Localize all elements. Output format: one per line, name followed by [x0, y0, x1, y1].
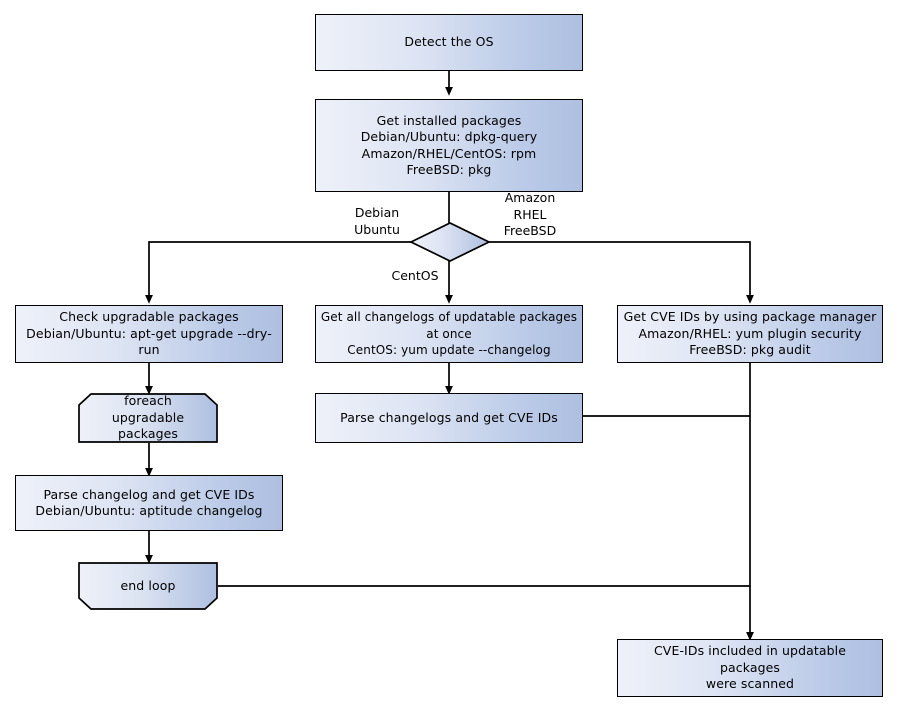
node-get-installed-packages-label: Get installed packages Debian/Ubuntu: dp…	[360, 112, 538, 178]
edge-decision-to-cve-pkgmgr	[489, 241, 754, 304]
node-parse-changelog-single-label: Parse changelog and get CVE IDs Debian/U…	[35, 486, 263, 519]
node-end-loop[interactable]: end loop	[78, 562, 218, 610]
node-get-all-changelogs[interactable]: Get all changelogs of updatable packages…	[315, 305, 583, 363]
node-foreach-loop-start[interactable]: foreach upgradable packages	[78, 393, 218, 443]
node-check-upgradable-packages[interactable]: Check upgradable packages Debian/Ubuntu:…	[15, 305, 283, 363]
node-end-loop-label: end loop	[120, 577, 176, 593]
node-get-cve-ids-package-manager-label: Get CVE IDs by using package manager Ama…	[623, 309, 877, 358]
edge-label-amazon-rhel-freebsd: Amazon RHEL FreeBSD	[503, 190, 557, 238]
node-get-all-changelogs-label: Get all changelogs of updatable packages…	[320, 310, 578, 358]
node-get-installed-packages[interactable]: Get installed packages Debian/Ubuntu: dp…	[315, 99, 583, 192]
node-get-cve-ids-package-manager[interactable]: Get CVE IDs by using package manager Ama…	[617, 305, 883, 363]
diamond-shape	[409, 222, 491, 262]
edge-label-debian-ubuntu: Debian Ubuntu	[354, 205, 400, 237]
node-detect-os[interactable]: Detect the OS	[315, 14, 583, 71]
loop-start-shape	[78, 393, 218, 443]
node-parse-changelogs-plural[interactable]: Parse changelogs and get CVE IDs	[315, 393, 583, 443]
node-parse-changelog-single[interactable]: Parse changelog and get CVE IDs Debian/U…	[15, 475, 283, 531]
node-check-upgradable-packages-label: Check upgradable packages Debian/Ubuntu:…	[26, 309, 272, 358]
node-detect-os-label: Detect the OS	[404, 34, 494, 50]
edge-decision-to-check-upgradable	[145, 241, 411, 304]
node-foreach-loop-start-label: foreach upgradable packages	[111, 393, 185, 442]
node-parse-changelogs-plural-label: Parse changelogs and get CVE IDs	[340, 409, 558, 425]
node-result-scanned-label: CVE-IDs included in updatable packages w…	[653, 643, 847, 692]
loop-end-shape	[78, 562, 218, 610]
node-result-scanned[interactable]: CVE-IDs included in updatable packages w…	[617, 639, 883, 697]
node-os-decision[interactable]	[409, 221, 491, 263]
edge-label-centos: CentOS	[391, 268, 439, 283]
